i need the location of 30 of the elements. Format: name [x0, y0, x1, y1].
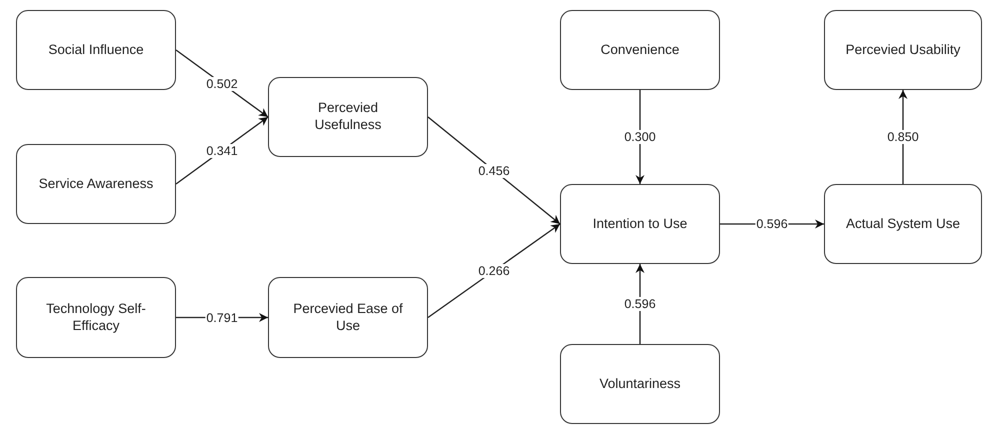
node-label: Percevied Usability	[846, 42, 960, 58]
node-label: Intention to Use	[592, 216, 688, 232]
edge-label: 0.300	[623, 130, 657, 144]
edge-label: 0.596	[623, 297, 657, 311]
process-box	[824, 10, 982, 90]
edge-label: 0.791	[205, 310, 239, 324]
process-box	[16, 10, 176, 90]
node-label: Convenience	[600, 42, 680, 58]
node-label: Voluntariness	[599, 376, 681, 392]
edge-label: 0.456	[477, 164, 511, 178]
node-label: Service Awareness	[38, 176, 154, 192]
edge-label: 0.341	[205, 144, 239, 158]
edge-label: 0.502	[205, 76, 239, 90]
arrow	[428, 116, 560, 224]
edge-label: 0.266	[477, 264, 511, 278]
process-box	[824, 184, 982, 264]
process-box	[16, 144, 176, 224]
process-box	[16, 277, 176, 358]
process-box	[560, 10, 720, 90]
node-label: Percevied Usefulness	[314, 100, 382, 134]
process-box	[560, 184, 720, 264]
node-label: Social Influence	[48, 42, 144, 58]
node-label: Technology Self-Efficacy	[45, 300, 147, 334]
edge-label: 0.596	[755, 217, 789, 231]
process-box	[268, 77, 428, 157]
node-label: Actual System Use	[846, 216, 960, 232]
node-label: Percevied Ease of Use	[292, 300, 404, 334]
process-box	[560, 344, 720, 424]
edge-label: 0.850	[886, 130, 920, 144]
process-box	[268, 277, 428, 358]
